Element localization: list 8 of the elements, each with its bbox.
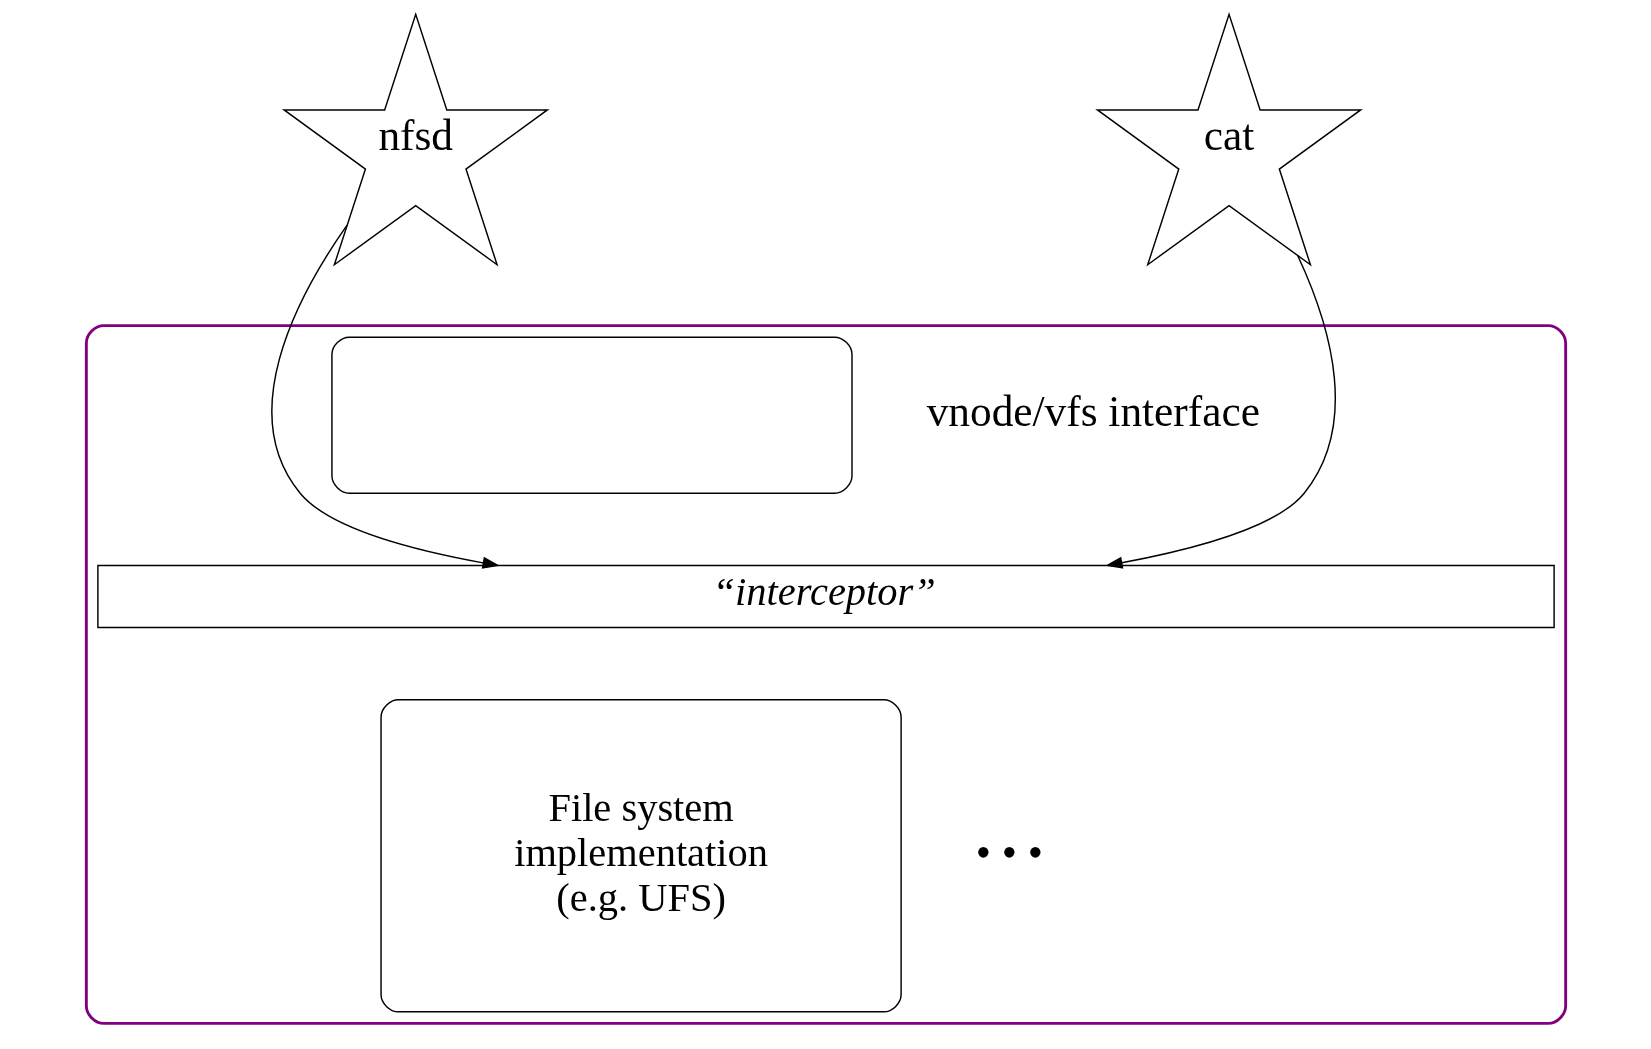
arrow bbox=[270, 224, 500, 569]
label: vnode/vfs interface bbox=[926, 387, 1260, 436]
cluster bbox=[84, 324, 1567, 1025]
label: • • • bbox=[975, 827, 1043, 876]
arrow bbox=[1104, 255, 1336, 569]
node-box: “interceptor” bbox=[96, 564, 1555, 629]
node-box: File system implementation (e.g. UFS) bbox=[379, 699, 902, 1013]
node-box bbox=[330, 336, 853, 494]
